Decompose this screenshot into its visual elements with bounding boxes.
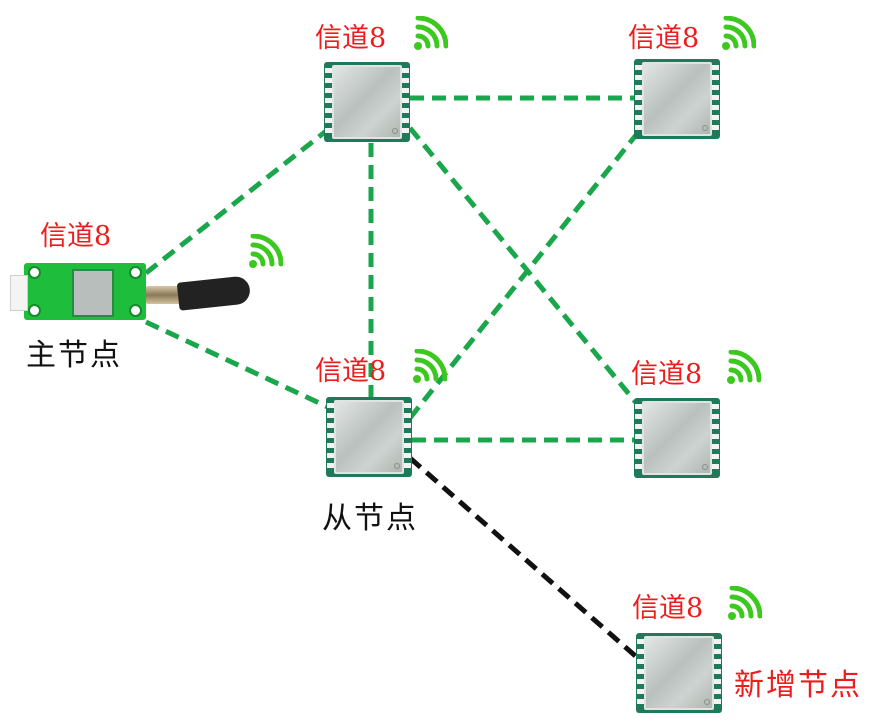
mount-hole [129, 266, 142, 279]
rf-module-new[interactable] [636, 633, 722, 713]
link-slave-new-node [408, 456, 642, 662]
sma-connector [146, 286, 180, 304]
rf-module-slave[interactable] [326, 397, 412, 477]
mount-hole [129, 304, 142, 317]
mount-hole [28, 304, 41, 317]
link-top-center-mid-right [408, 126, 640, 407]
wifi-icon [728, 586, 762, 620]
node-channel-label: 信道8 [315, 356, 387, 387]
node-channel-label: 信道8 [632, 593, 704, 624]
link-master-top-center [144, 126, 332, 275]
rf-module-top-center[interactable] [324, 62, 410, 142]
node-channel-label: 信道8 [628, 23, 700, 54]
board-connector [10, 275, 28, 311]
wifi-icon [414, 16, 448, 50]
rf-module-mid-right[interactable] [634, 398, 720, 478]
mount-hole [28, 266, 41, 279]
rf-module-top-right[interactable] [634, 59, 720, 139]
board-chip [72, 269, 114, 317]
wifi-icon [249, 234, 283, 268]
node-channel-label: 信道8 [631, 359, 703, 390]
node-channel-label: 信道8 [315, 23, 387, 54]
antenna-whip [176, 275, 252, 311]
master-node-board[interactable] [10, 263, 146, 320]
link-slave-top-right [408, 133, 638, 420]
slave-caption: 从节点 [322, 501, 418, 536]
wifi-icon [727, 350, 761, 384]
wifi-icon [722, 16, 756, 50]
wifi-icon [413, 349, 447, 383]
new-node-caption: 新增节点 [734, 668, 862, 703]
master-caption: 主节点 [26, 338, 122, 373]
antenna-icon [146, 275, 252, 311]
master-channel-label: 信道8 [40, 221, 112, 252]
link-master-slave [144, 319, 332, 411]
